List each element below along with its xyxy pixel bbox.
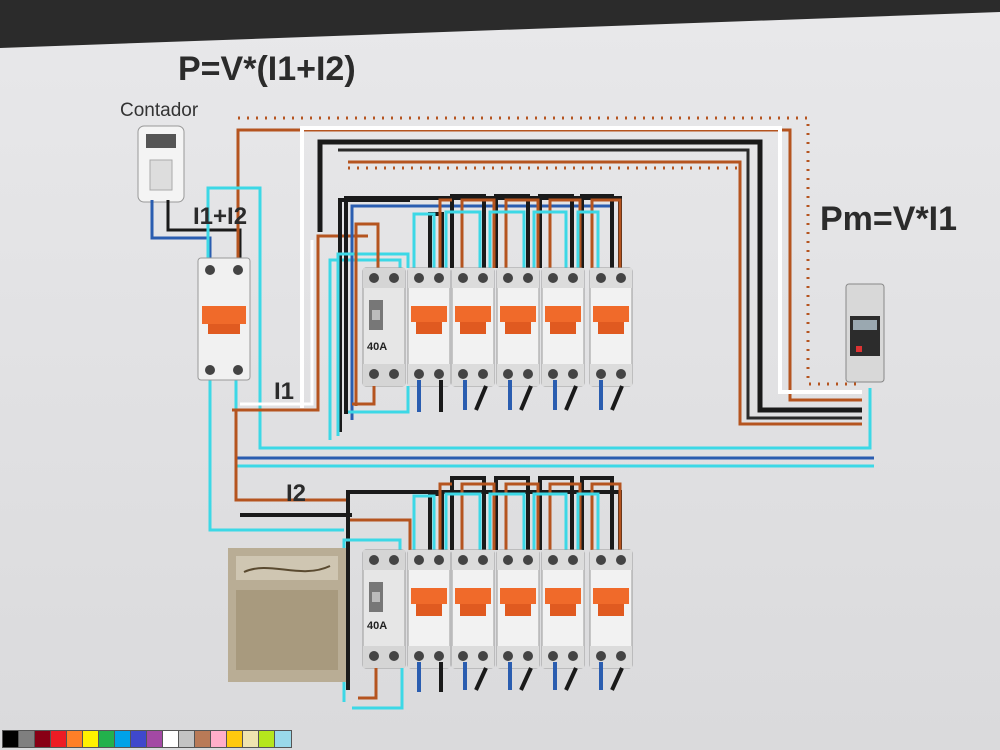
bottom-distribution-board xyxy=(342,476,633,710)
total-current-label: I1+I2 xyxy=(193,203,248,230)
main-breaker xyxy=(197,257,251,381)
current-i1-label: I1 xyxy=(274,378,295,405)
rcd-rating-bottom: 40A xyxy=(367,620,388,632)
current-i2-label: I2 xyxy=(286,480,307,507)
energy-meter-icon xyxy=(137,125,185,203)
top-distribution-board xyxy=(336,194,633,436)
submeter-power-formula: Pm=V*I1 xyxy=(820,200,958,238)
color-palette xyxy=(0,728,300,750)
submeter-icon xyxy=(845,283,885,383)
total-power-formula: P=V*(I1+I2) xyxy=(178,50,356,88)
color-swatch[interactable] xyxy=(274,730,292,748)
enclosure-photo xyxy=(228,548,346,682)
meter-label: Contador xyxy=(120,100,199,121)
rcd-rating-top: 40A xyxy=(367,341,388,353)
